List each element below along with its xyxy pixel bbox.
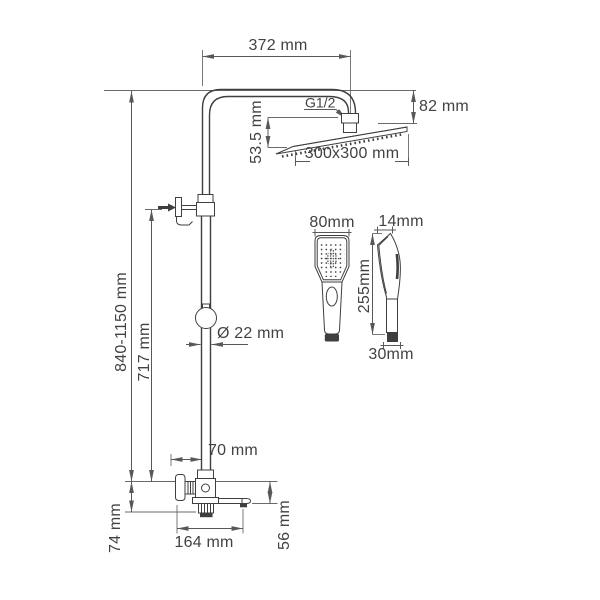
spray-face-center-cluster bbox=[324, 247, 340, 270]
label-mixer-width: 164 mm bbox=[175, 534, 234, 551]
label-head-size: 300x300 mm bbox=[305, 145, 400, 162]
label-total-height: 840-1150 mm bbox=[113, 272, 130, 372]
handle-inlet-cap-front bbox=[324, 334, 339, 342]
label-handshower-bottom: 30mm bbox=[368, 346, 413, 363]
dimension-lines bbox=[129, 54, 416, 531]
handshower-profile bbox=[376, 232, 401, 333]
label-pipe-diameter: Ø 22 mm bbox=[217, 325, 284, 342]
handshower-holder-bracket bbox=[158, 194, 215, 226]
label-head-drop: 53.5 mm bbox=[248, 100, 265, 164]
mixer-faucet bbox=[175, 469, 252, 518]
rain-shower-head bbox=[275, 126, 408, 158]
handshower-side-view bbox=[376, 232, 401, 342]
label-handshower-depth: 14mm bbox=[378, 213, 423, 230]
label-thread: G1/2 bbox=[305, 95, 336, 111]
label-mixer-height: 74 mm bbox=[107, 503, 124, 553]
valve-screw bbox=[201, 483, 210, 493]
shower-arm-inner-edge bbox=[208, 95, 350, 196]
spout-outlet bbox=[240, 503, 247, 508]
dim-line-80 bbox=[312, 229, 352, 237]
mixer-top-connector bbox=[197, 469, 214, 479]
label-handshower-width: 80mm bbox=[309, 214, 354, 231]
dim-line-300x300 bbox=[295, 157, 409, 166]
mode-button bbox=[325, 286, 338, 307]
holder-hook bbox=[176, 216, 193, 226]
dim-line-14 bbox=[374, 226, 396, 234]
spout bbox=[218, 498, 252, 508]
shower-arm-outer-edge bbox=[201, 88, 357, 196]
head-connector-nut bbox=[341, 113, 359, 133]
valve-body bbox=[195, 478, 216, 498]
dim-line-30 bbox=[380, 342, 404, 349]
label-handshower-length: 255mm bbox=[356, 259, 373, 313]
shower-outlet-nut bbox=[198, 503, 214, 518]
label-spout-offset: 70 mm bbox=[208, 442, 258, 459]
mixer-handle bbox=[175, 474, 196, 501]
handle-inlet-cap-side bbox=[387, 332, 398, 342]
label-column-height: 717 mm bbox=[136, 323, 153, 382]
label-spout-height: 56 mm bbox=[276, 500, 293, 550]
slider-knob bbox=[195, 303, 217, 329]
fixing-pin-tip bbox=[168, 203, 176, 212]
grip-detail bbox=[395, 253, 399, 280]
label-top-width: 372 mm bbox=[249, 37, 308, 54]
dimension-labels: 372 mm 82 mm G1/2 53.5 mm 300x300 mm 840… bbox=[107, 37, 469, 553]
mixer-flange bbox=[192, 497, 219, 504]
shower-column bbox=[158, 88, 408, 470]
label-arm-height: 82 mm bbox=[419, 98, 469, 115]
handshower-front-view bbox=[314, 235, 350, 342]
